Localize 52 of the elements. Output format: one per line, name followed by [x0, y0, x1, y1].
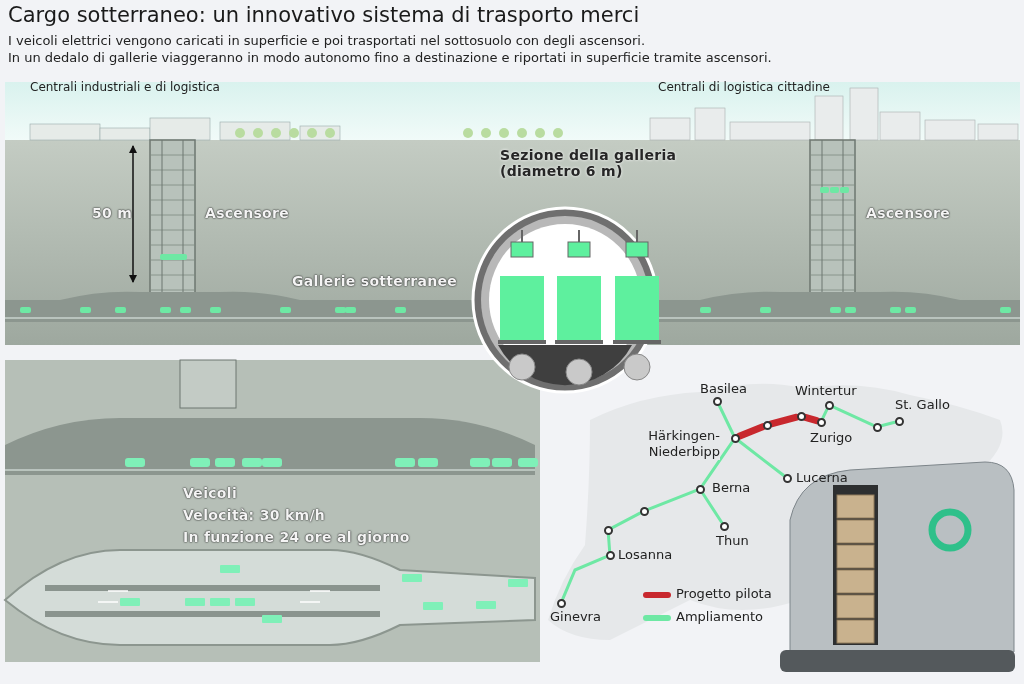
station-dot: [730, 433, 740, 443]
rail-line: [831, 405, 875, 427]
info-text: In funzione 24 ore al giorno: [183, 529, 410, 545]
station-dot: [605, 550, 615, 560]
rail-line: [701, 440, 734, 487]
station-dot: [556, 598, 566, 608]
rail-line: [821, 407, 829, 420]
area-label: Centrali di logistica cittadine: [658, 80, 830, 94]
city-label: Thun: [716, 533, 749, 548]
city-label: Wintertur: [795, 383, 857, 398]
section-title: Sezione della galleria (diametro 6 m): [500, 147, 678, 179]
description: In un dedalo di gallerie viaggeranno in modo autonomo fino a destinazione e riportati in superficie tramite ascensori.: [8, 50, 772, 65]
station-dot: [762, 420, 772, 430]
station-dot: [712, 396, 722, 406]
rail-line: [561, 555, 608, 601]
station-dot: [824, 400, 834, 410]
station-dot: [719, 521, 729, 531]
part-label: Ascensore: [205, 205, 289, 221]
dimension-label: 50 m: [92, 205, 133, 221]
station-dot: [782, 473, 792, 483]
info-text: Velocità: 30 km/h: [183, 507, 326, 523]
rail-line: [737, 439, 785, 477]
rail-line: [767, 413, 801, 428]
city-label: Basilea: [700, 381, 747, 396]
legend-label: Progetto pilota: [676, 586, 772, 601]
city-label: Zurigo: [810, 430, 853, 445]
rail-line: [606, 533, 612, 552]
city-label: Ginevra: [550, 609, 601, 624]
part-label: Ascensore: [866, 205, 950, 221]
station-dot: [872, 422, 882, 432]
station-dot: [894, 416, 904, 426]
title: Cargo sotterraneo: un innovativo sistema di trasporto merci: [8, 3, 640, 27]
part-label: Gallerie sotterranee: [292, 273, 458, 289]
rail-line: [700, 491, 724, 524]
legend-label: Ampliamento: [676, 609, 763, 624]
rail-line: [610, 511, 642, 530]
city-label: Losanna: [618, 547, 673, 562]
rail-line: [717, 403, 735, 436]
station-dot: [695, 484, 705, 494]
rail-line: [735, 423, 767, 440]
city-label: Berna: [712, 480, 751, 495]
rail-line: [646, 489, 698, 511]
description: I veicoli elettrici vengono caricati in superficie e poi trasportati nel sottosuolo con degli ascensori.: [8, 33, 646, 48]
station-dot: [816, 417, 826, 427]
rail-line: [879, 420, 897, 428]
area-label: Centrali industriali e di logistica: [30, 80, 220, 94]
info-text: Veicoli: [183, 485, 237, 501]
city-label: Lucerna: [796, 470, 848, 485]
station-dot: [603, 525, 613, 535]
city-label: St. Gallo: [895, 397, 950, 412]
station-dot: [796, 411, 806, 421]
station-dot: [639, 506, 649, 516]
